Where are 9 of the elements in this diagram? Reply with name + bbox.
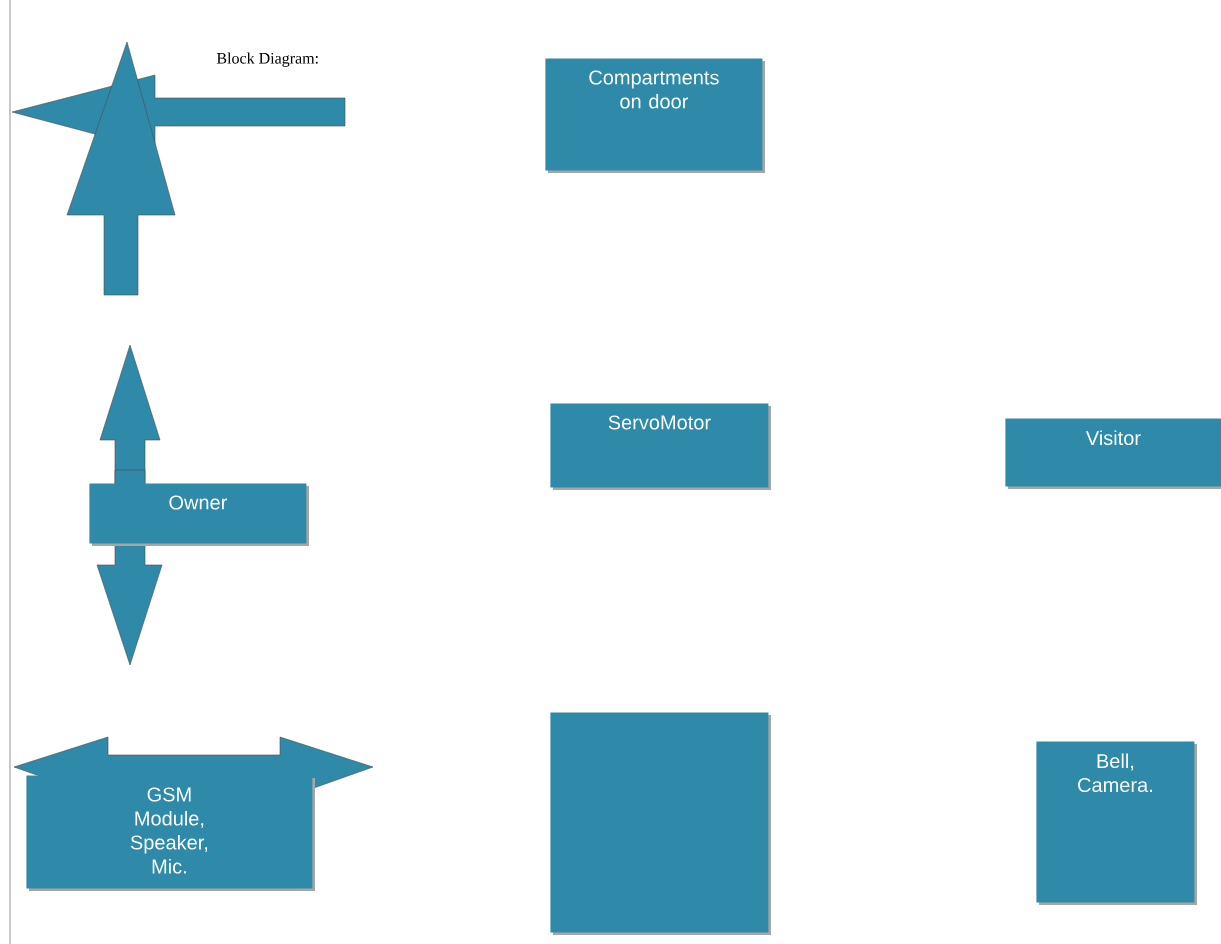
diagram-title: Block Diagram: (216, 52, 318, 67)
block-box: Owner (89, 483, 307, 544)
block-box (550, 712, 769, 933)
block-box: GSM Module, Speaker, Mic. (26, 775, 313, 889)
node-label: GSM Module, Speaker, Mic. (130, 787, 208, 874)
block-box: Visitor (1005, 418, 1221, 487)
block-box: ServoMotor (550, 403, 769, 488)
block-box: Compartments on door (545, 58, 763, 171)
block-box: Bell, Camera. (1036, 741, 1195, 903)
